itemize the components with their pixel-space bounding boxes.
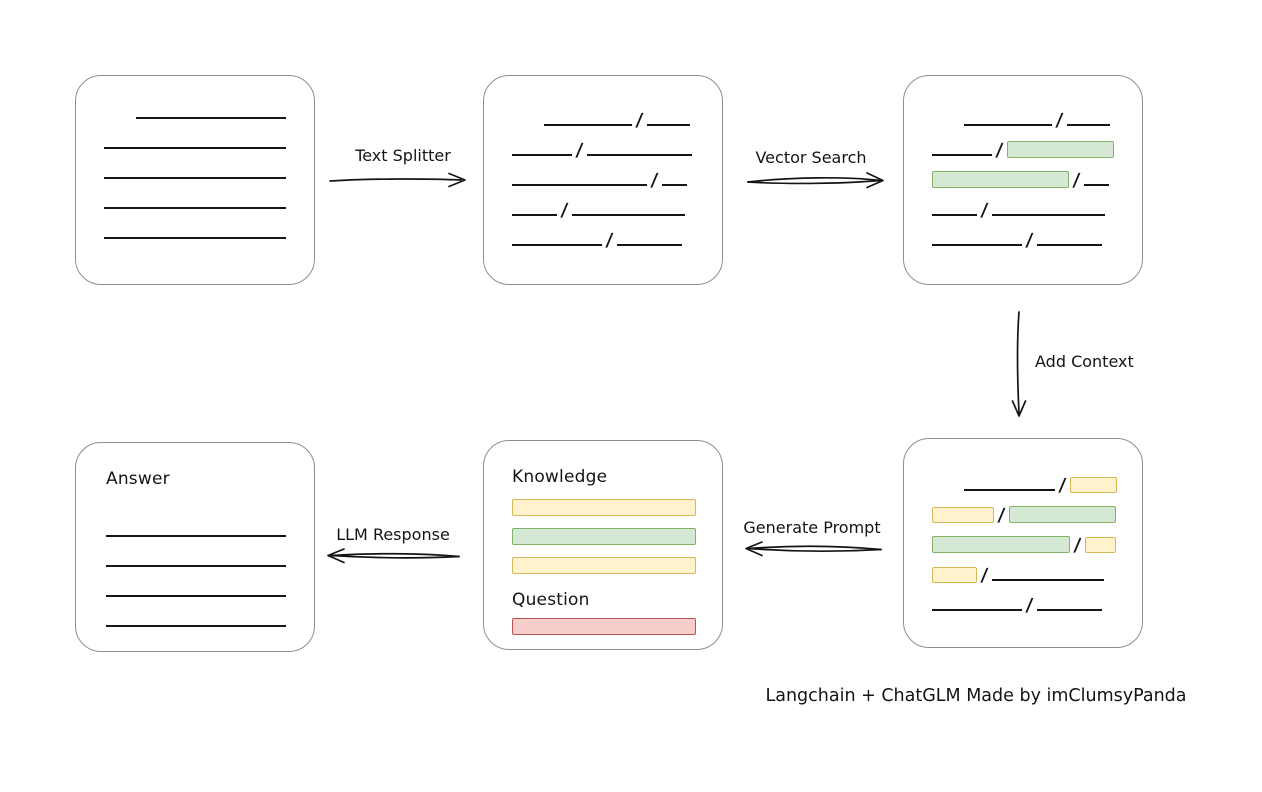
add-context-arrow <box>1011 311 1027 417</box>
llm-response-label: LLM Response <box>336 525 450 544</box>
text-line <box>106 593 286 597</box>
text-line <box>932 609 1022 611</box>
matched-chunks-box: / / / / / <box>903 75 1143 285</box>
green-prompt-bar <box>512 528 696 545</box>
matched-chunks-rows: / / / / / <box>904 76 1142 251</box>
context-chunks-rows: / / / / / <box>904 439 1142 616</box>
text-line <box>1066 124 1110 126</box>
generate-prompt-arrow <box>745 541 882 557</box>
slash-separator: / <box>1057 475 1067 496</box>
text-line <box>136 117 286 119</box>
knowledge-bars <box>512 499 696 574</box>
slash-separator: / <box>559 200 569 221</box>
text-line <box>932 154 992 156</box>
credit-text: Langchain + ChatGLM Made by imClumsyPand… <box>765 686 1187 706</box>
text-line <box>512 214 557 216</box>
vector-search-label: Vector Search <box>755 148 867 167</box>
llm-response-arrow <box>327 548 460 564</box>
text-line <box>1036 244 1102 246</box>
split-chunks-box: / / / / / <box>483 75 723 285</box>
answer-title: Answer <box>106 469 170 489</box>
add-context-label: Add Context <box>1035 352 1134 371</box>
slash-separator: / <box>574 140 584 161</box>
text-splitter-arrow <box>329 172 466 188</box>
text-line <box>932 244 1022 246</box>
source-document-box <box>75 75 315 285</box>
red-prompt-bar <box>512 618 696 635</box>
green-chunk-bar <box>1008 506 1116 523</box>
text-splitter-label: Text Splitter <box>355 146 451 165</box>
text-line <box>964 124 1052 126</box>
text-line <box>1083 184 1109 186</box>
question-title: Question <box>512 590 590 610</box>
text-line <box>616 244 682 246</box>
text-line <box>544 124 632 126</box>
slash-separator: / <box>649 170 659 191</box>
text-line <box>991 214 1105 216</box>
yellow-prompt-bar <box>512 557 696 574</box>
text-line <box>104 177 286 179</box>
text-line <box>932 214 977 216</box>
text-line <box>661 184 687 186</box>
split-chunks-rows: / / / / / <box>484 76 722 251</box>
green-chunk-bar <box>932 536 1070 553</box>
vector-search-arrow <box>747 172 884 189</box>
green-chunk-bar <box>1006 141 1114 158</box>
text-line <box>106 563 286 567</box>
text-line <box>512 154 572 156</box>
slash-separator: / <box>979 200 989 221</box>
text-line <box>964 489 1055 491</box>
answer-lines <box>76 489 314 627</box>
slash-separator: / <box>1024 595 1034 616</box>
slash-separator: / <box>604 230 614 251</box>
slash-separator: / <box>1024 230 1034 251</box>
knowledge-title: Knowledge <box>512 467 608 487</box>
slash-separator: / <box>1072 535 1082 556</box>
generate-prompt-label: Generate Prompt <box>743 518 881 537</box>
context-chunks-box: / / / / / <box>903 438 1143 648</box>
slash-separator: / <box>634 110 644 131</box>
text-line <box>512 244 602 246</box>
slash-separator: / <box>1071 170 1081 191</box>
text-line <box>106 623 286 627</box>
slash-separator: / <box>996 505 1006 526</box>
yellow-chunk-bar <box>1069 477 1117 493</box>
text-line <box>104 147 286 149</box>
question-bars <box>512 618 696 635</box>
text-line <box>1036 609 1102 611</box>
text-line <box>104 207 286 209</box>
text-line <box>586 154 692 156</box>
slash-separator: / <box>979 565 989 586</box>
text-line <box>104 237 286 239</box>
slash-separator: / <box>994 140 1004 161</box>
text-line <box>106 533 286 537</box>
yellow-prompt-bar <box>512 499 696 516</box>
text-line <box>512 184 647 186</box>
text-line <box>571 214 685 216</box>
answer-box: Answer <box>75 442 315 652</box>
source-document-lines <box>76 76 314 241</box>
text-line <box>991 579 1104 581</box>
slash-separator: / <box>1054 110 1064 131</box>
yellow-chunk-bar <box>932 567 977 583</box>
text-line <box>646 124 690 126</box>
yellow-chunk-bar <box>932 507 994 523</box>
green-chunk-bar <box>932 171 1069 188</box>
yellow-chunk-bar <box>1084 537 1116 553</box>
prompt-box: Knowledge Question <box>483 440 723 650</box>
